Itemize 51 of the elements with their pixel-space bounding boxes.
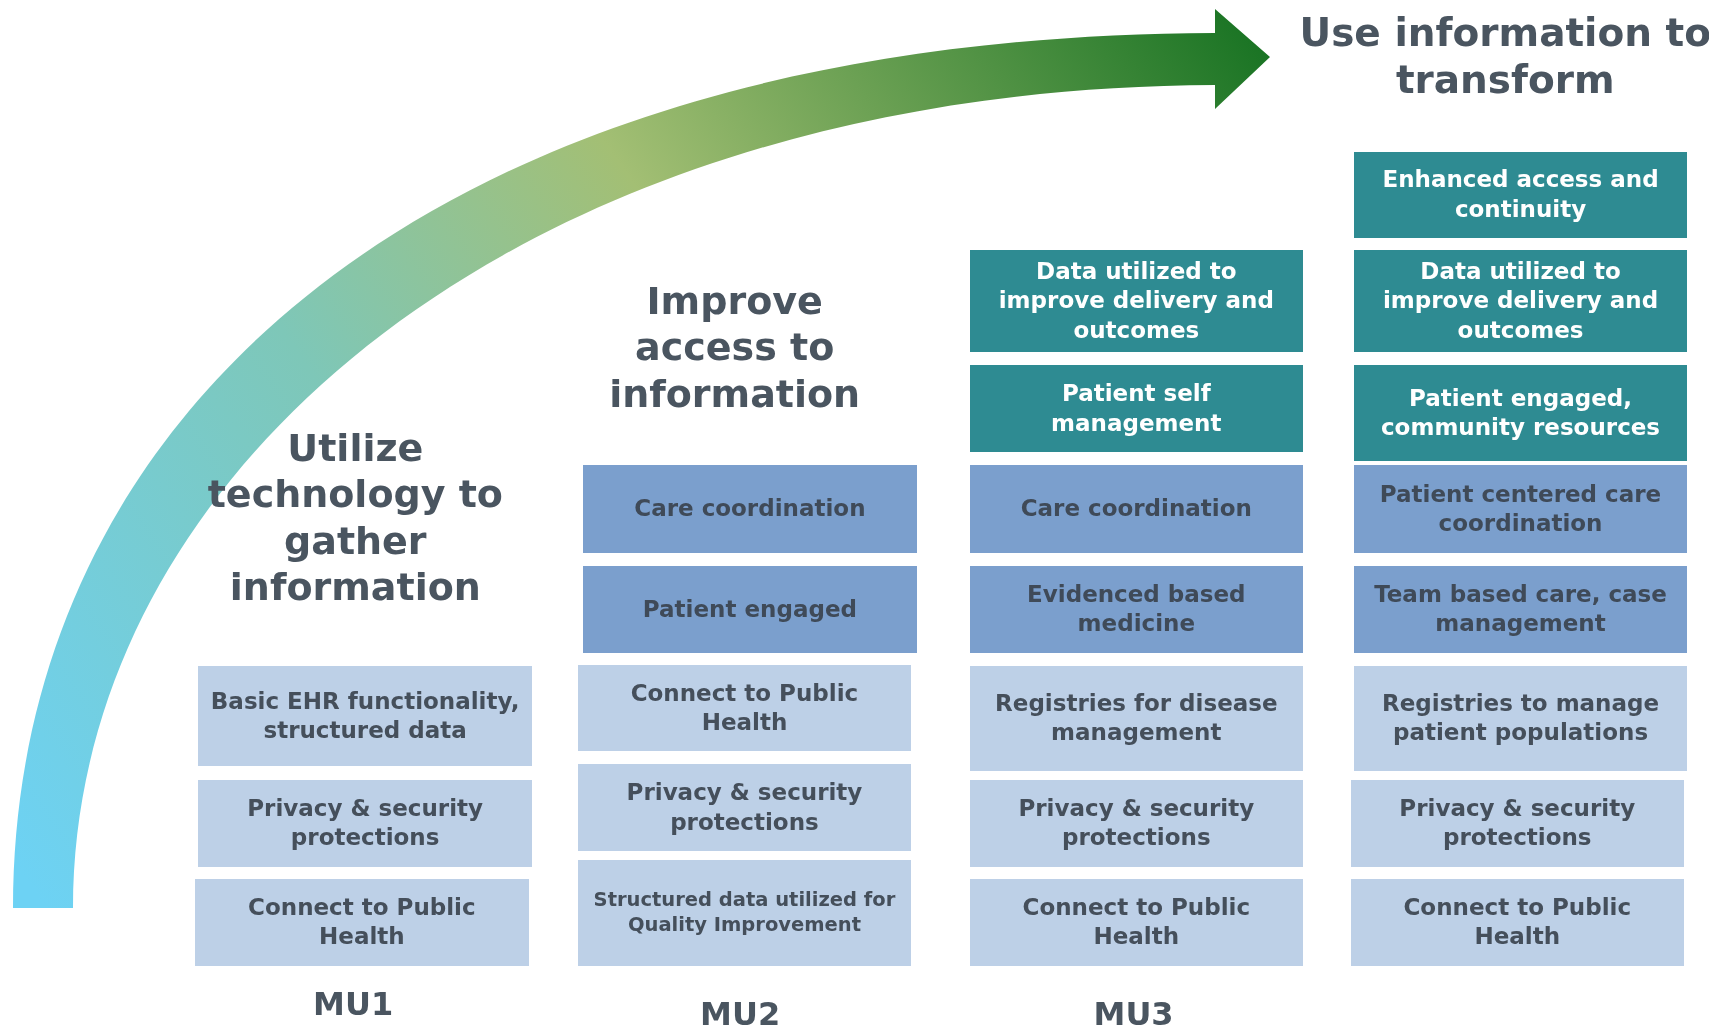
stage-heading: Use information to transform [1298,8,1709,104]
process-box [195,878,529,966]
box-label: Structured data utilized for Quality Improvement [592,887,897,938]
process-box [577,664,912,751]
box-label: Registries to manage patient populations [1380,688,1661,748]
box-label: Privacy & security protections [1398,794,1637,853]
stage-heading: Improve access to information [608,277,862,417]
box-label: Patient engaged [642,594,857,624]
box-label: Patient centered care coordination [1378,479,1663,538]
column-label: MU3 [1093,995,1174,1034]
column-label: MU2 [700,995,781,1034]
process-box [970,878,1303,966]
process-box [1353,249,1688,353]
box-label: Team based care, case management [1373,579,1668,639]
box-label: Care coordination [1020,494,1252,524]
box-label: Privacy & security protections [246,794,485,853]
box-label: Data utilized to improve delivery and outcomes [997,256,1275,345]
process-box [577,764,912,852]
process-box [1350,878,1685,966]
box-label: Connect to Public Health [247,892,477,952]
box-label: Data utilized to improve delivery and outcomes [1381,256,1660,345]
process-box [198,780,532,867]
process-box [1353,666,1688,771]
process-box [970,666,1303,771]
process-box [1353,465,1688,553]
process-box [583,565,917,653]
box-label: Patient self management [1050,379,1223,438]
box-label: Patient engaged, community resources [1380,383,1662,443]
process-box [970,365,1303,453]
box-label: Connect to Public Health [1402,892,1633,952]
process-box [1353,151,1688,238]
process-box [1353,365,1688,462]
process-box [970,565,1303,653]
process-box [1353,565,1688,653]
box-label: Evidenced based medicine [1026,579,1247,639]
box-label: Enhanced access and continuity [1381,165,1660,224]
box-label: Privacy & security protections [625,778,864,837]
process-box [577,860,912,966]
column-label: MU1 [313,985,394,1025]
process-box [1350,780,1685,867]
box-label: Connect to Public Health [1021,892,1252,952]
box-label: Care coordination [634,494,866,524]
box-label: Basic EHR functionality, structured data [209,686,521,746]
process-box [970,465,1303,553]
process-box [198,666,532,767]
box-label: Connect to Public Health [629,678,860,737]
process-box [583,465,917,553]
process-box [970,249,1303,353]
box-label: Registries for disease management [994,688,1279,748]
box-label: Privacy & security protections [1017,794,1256,853]
process-box [970,780,1303,867]
